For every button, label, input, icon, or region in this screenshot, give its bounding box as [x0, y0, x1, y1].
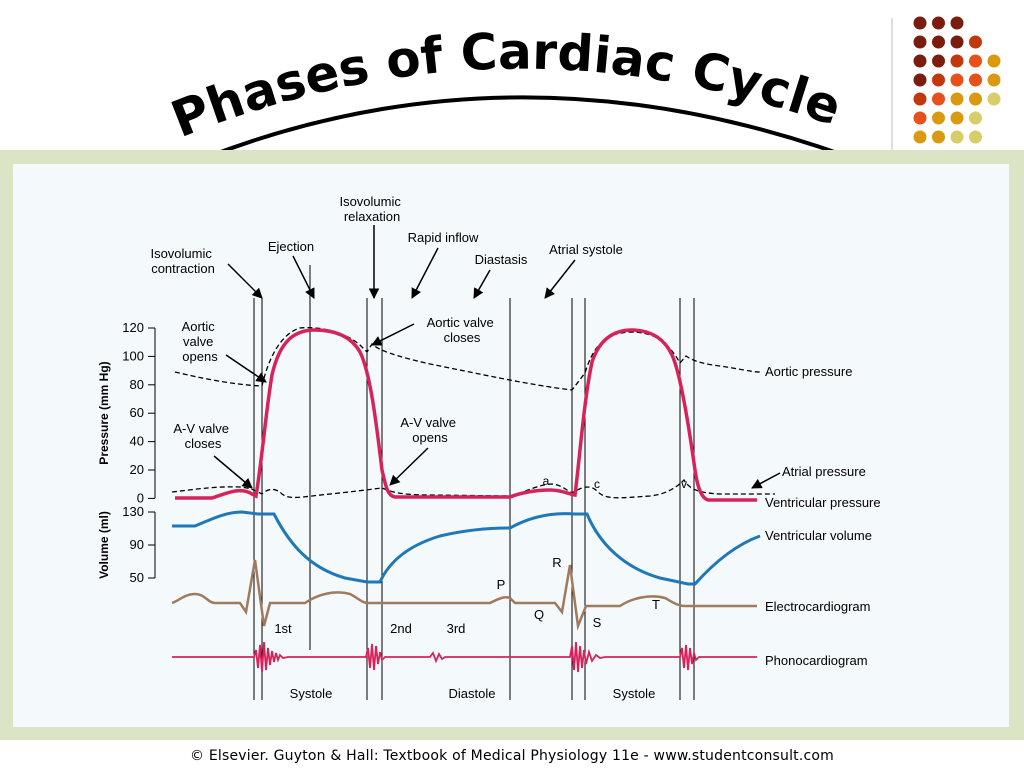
label-wave-a: a	[543, 474, 550, 488]
decorative-dot	[950, 54, 964, 68]
decorative-dot	[932, 35, 945, 49]
decorative-dot	[932, 92, 945, 106]
arrow-av-valve-opens	[389, 447, 429, 486]
label-systole-2: Systole	[613, 686, 656, 701]
decorative-dot	[969, 92, 982, 106]
decorative-dot	[987, 73, 1001, 87]
pressure-ticks: 120 100 80 60 40 20 0	[122, 320, 155, 505]
axis-tick-label: 120	[122, 320, 144, 335]
axis-tick-label: 90	[130, 537, 144, 552]
arrow-aortic-valve-closes	[371, 323, 415, 346]
decorative-dot	[932, 73, 945, 87]
decorative-dot	[932, 130, 945, 144]
aortic-pressure-trace	[174, 326, 761, 391]
label-ecg-r: R	[552, 555, 561, 570]
label-ecg-p: P	[497, 577, 506, 592]
decorative-dot	[950, 130, 964, 144]
label-phonocardiogram: Phonocardiogram	[765, 653, 868, 668]
label-ecg-s: S	[593, 615, 602, 630]
label-diastasis: Diastasis	[475, 252, 528, 267]
decorative-dot	[969, 111, 982, 125]
slide-title-path: Phases of Cardiac Cycle	[164, 23, 849, 149]
label-isovolumic-relaxation: Isovolumic relaxation	[339, 194, 404, 224]
decorative-dot	[932, 54, 945, 68]
decorative-dot	[987, 92, 1001, 106]
axis-tick-label: 60	[130, 405, 144, 420]
decorative-dot	[913, 35, 927, 49]
axis-tick-label: 20	[130, 462, 144, 477]
axis-tick-label: 130	[122, 504, 144, 519]
label-ventricular-volume: Ventricular volume	[765, 528, 872, 543]
label-aortic-pressure: Aortic pressure	[765, 364, 852, 379]
label-ventricular-pressure: Ventricular pressure	[765, 495, 881, 510]
pressure-axis-title: Pressure (mm Hg)	[97, 361, 111, 464]
label-ecg-q: Q	[534, 607, 544, 622]
volume-axis: 130 90 50 Volume (ml)	[97, 504, 156, 585]
decorative-dot	[913, 92, 927, 106]
decorative-dot	[913, 16, 927, 30]
decorative-dot	[913, 54, 927, 68]
decorative-dot	[969, 35, 982, 49]
copyright-notice: © Elsevier. Guyton & Hall: Textbook of M…	[189, 748, 835, 764]
label-atrial-pressure: Atrial pressure	[782, 464, 866, 479]
decorative-dot	[950, 73, 964, 87]
decorative-dot	[950, 16, 964, 30]
decorative-dot	[950, 92, 964, 106]
decorative-dot	[913, 111, 927, 125]
axis-tick-label: 100	[122, 348, 144, 363]
decorative-dot	[950, 111, 964, 125]
phase-arrows	[227, 225, 576, 300]
label-rapid-inflow: Rapid inflow	[408, 230, 479, 245]
label-electrocardiogram: Electrocardiogram	[765, 599, 871, 614]
label-ecg-t: T	[652, 597, 660, 612]
arrow-aortic-valve-opens	[225, 354, 267, 383]
label-heart-sound-3rd: 3rd	[447, 621, 466, 636]
axis-tick-label: 80	[130, 377, 144, 392]
label-atrial-systole: Atrial systole	[549, 242, 623, 257]
decorative-dot	[987, 54, 1001, 68]
label-aortic-valve-opens: Aortic valve opens	[182, 319, 219, 364]
volume-ticks: 130 90 50	[122, 504, 155, 585]
axis-tick-label: 0	[137, 490, 144, 505]
decorative-dot-grid	[913, 16, 1001, 144]
ventricular-pressure-trace	[175, 328, 757, 502]
decorative-dot	[932, 16, 945, 30]
electrocardiogram-trace	[171, 559, 757, 631]
pressure-axis: 120 100 80 60 40 20 0 Pressure (mm Hg)	[97, 320, 156, 505]
label-wave-v: v	[681, 477, 687, 491]
label-wave-c: c	[594, 477, 600, 491]
decorative-dot	[969, 73, 982, 87]
label-aortic-valve-closes: Aortic valve closes	[427, 315, 498, 345]
decorative-dot	[969, 130, 982, 144]
volume-axis-title: Volume (ml)	[97, 511, 111, 579]
title-underline-arc	[147, 95, 879, 184]
slide-title: Phases of Cardiac Cycle	[164, 23, 849, 149]
arrow-av-valve-closes	[213, 455, 253, 489]
label-heart-sound-1st: 1st	[274, 621, 292, 636]
axis-tick-label: 40	[130, 434, 144, 449]
label-isovolumic-contraction: Isovolumic contraction	[150, 246, 215, 276]
ventricular-volume-trace	[172, 510, 761, 586]
phonocardiogram-trace	[172, 641, 757, 673]
decorative-dot	[969, 54, 982, 68]
figure-panel	[13, 164, 1009, 727]
decorative-dot	[932, 111, 945, 125]
arrow-atrial-pressure	[751, 472, 781, 489]
label-heart-sound-2nd: 2nd	[390, 621, 412, 636]
label-diastole: Diastole	[449, 686, 496, 701]
label-av-valve-closes: A-V valve closes	[173, 421, 232, 451]
decorative-dot	[913, 130, 927, 144]
label-av-valve-opens: A-V valve opens	[400, 415, 459, 445]
label-ejection: Ejection	[268, 239, 314, 254]
decorative-dot	[950, 35, 964, 49]
decorative-dot	[913, 73, 927, 87]
axis-tick-label: 50	[130, 570, 144, 585]
label-systole-1: Systole	[290, 686, 333, 701]
